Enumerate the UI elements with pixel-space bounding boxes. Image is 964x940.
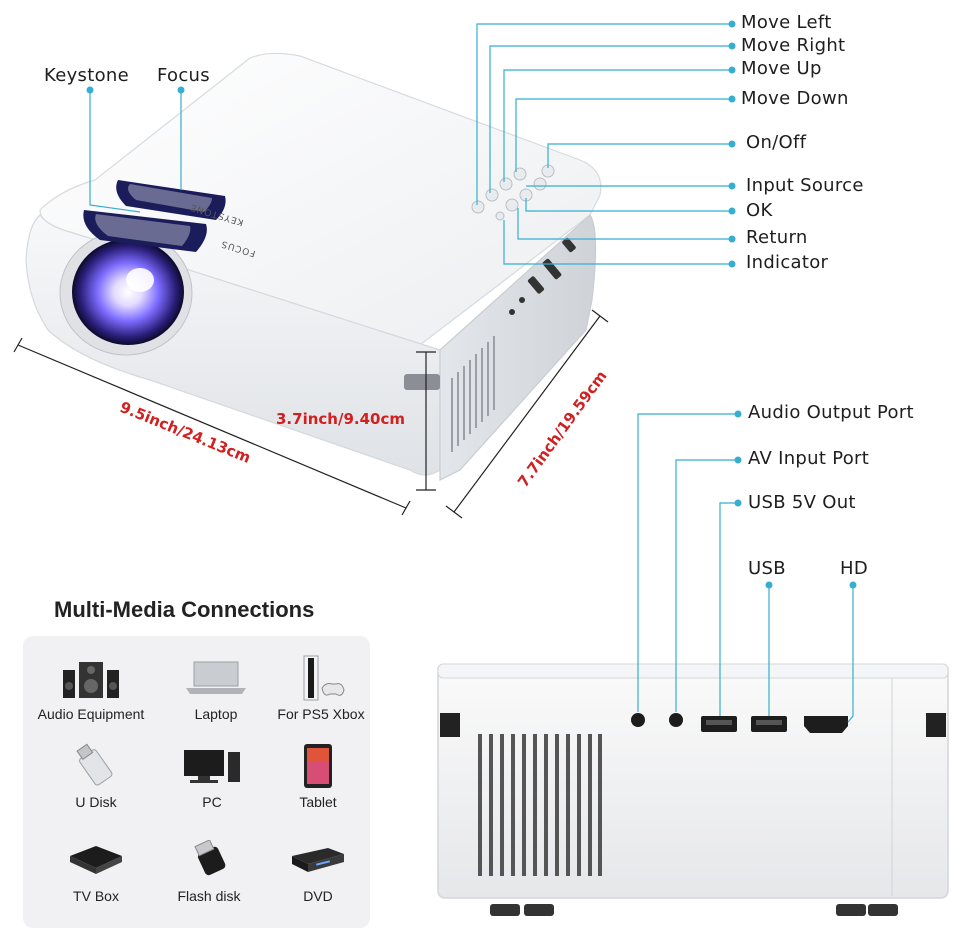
dvd-player-icon: [292, 848, 344, 872]
flash-disk-icon: [194, 840, 226, 876]
side-grip: [404, 374, 440, 390]
multimedia-item-tablet: Tablet: [260, 740, 376, 810]
callout-ok: OK: [746, 200, 773, 221]
callout-focus: Focus: [157, 65, 210, 86]
multimedia-label: U Disk: [75, 794, 117, 810]
tv-box-icon: [70, 846, 122, 874]
callout-move-up: Move Up: [741, 58, 822, 79]
rear-top-edge: [437, 663, 949, 679]
multimedia-panel: Audio Equipment Laptop For PS5 Xbox: [23, 636, 370, 928]
callout-move-down: Move Down: [741, 88, 849, 109]
multimedia-item-dvd: DVD: [260, 834, 376, 904]
audio-output-jack: [631, 713, 645, 727]
callout-indicator: Indicator: [746, 252, 829, 273]
dimension-lines: [13, 309, 609, 519]
multimedia-item-tv-box: TV Box: [38, 834, 154, 904]
rear-vents: [478, 734, 602, 876]
callout-usb-5v-out: USB 5V Out: [748, 492, 856, 513]
laptop-icon: [186, 661, 246, 694]
hd-port: [804, 716, 848, 733]
multimedia-label: Audio Equipment: [37, 706, 145, 722]
desktop-pc-icon: [184, 750, 240, 783]
multimedia-item-u-disk: U Disk: [38, 740, 154, 810]
callout-on-off: On/Off: [746, 132, 807, 153]
callout-usb: USB: [748, 558, 786, 579]
rear-feet: [490, 904, 898, 916]
callout-keystone: Keystone: [44, 65, 129, 86]
tablet-icon: [304, 744, 332, 788]
callout-audio-output-port: Audio Output Port: [748, 402, 914, 423]
multimedia-item-flash-disk: Flash disk: [151, 834, 267, 904]
multimedia-item-pc: PC: [154, 740, 270, 810]
lens: [72, 239, 184, 345]
dimension-height: 3.7inch/9.40cm: [276, 410, 405, 428]
leader-dots: [86, 20, 857, 589]
usb-disk-icon: [76, 743, 113, 786]
multimedia-label: PC: [202, 794, 222, 810]
multimedia-label: Flash disk: [177, 888, 241, 904]
side-vents: [451, 336, 495, 452]
game-console-icon: [303, 655, 345, 701]
multimedia-item-laptop: Laptop: [158, 652, 274, 722]
focus-wheel: [116, 180, 226, 220]
callout-av-input-port: AV Input Port: [748, 448, 870, 469]
multimedia-label: TV Box: [73, 888, 119, 904]
multimedia-label: Tablet: [299, 794, 337, 810]
callout-hd: HD: [840, 558, 868, 579]
speaker-system-icon: [63, 662, 119, 698]
av-input-jack: [669, 713, 683, 727]
top-control-buttons: [471, 164, 555, 221]
callout-move-left: Move Left: [741, 12, 832, 33]
leader-lines: [89, 23, 854, 723]
multimedia-label: For PS5 Xbox: [277, 706, 365, 722]
callout-input-source: Input Source: [746, 175, 864, 196]
callout-return: Return: [746, 227, 808, 248]
multimedia-item-audio-equipment: Audio Equipment: [33, 652, 149, 722]
keystone-wheel: [83, 210, 207, 252]
multimedia-item-game-console: For PS5 Xbox: [263, 652, 379, 722]
callout-move-right: Move Right: [741, 35, 846, 56]
multimedia-label: DVD: [303, 888, 333, 904]
projector-side-face: [439, 214, 597, 481]
multimedia-title: Multi-Media Connections: [54, 597, 315, 622]
multimedia-label: Laptop: [194, 706, 238, 722]
